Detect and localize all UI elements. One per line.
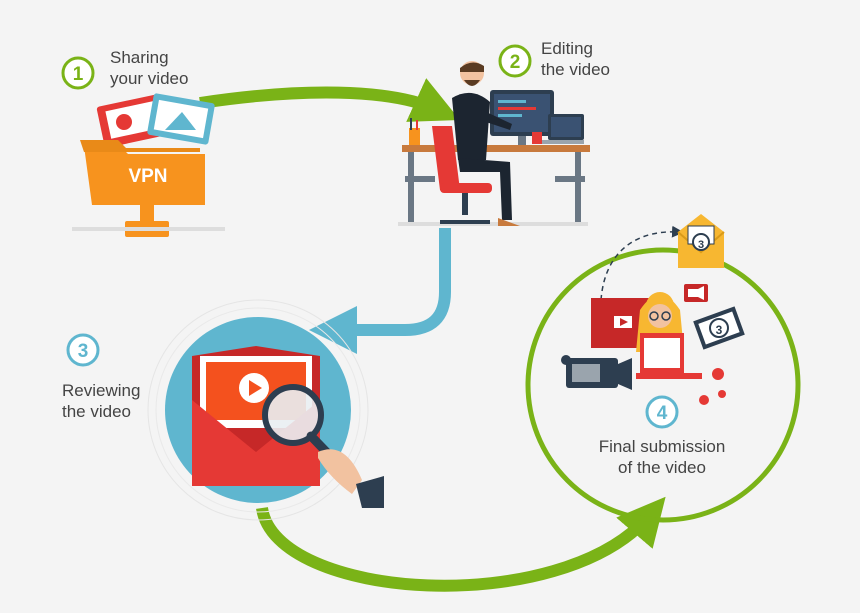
envelope-badge: 3 <box>698 239 704 251</box>
step-4-number: 4 <box>657 403 668 424</box>
folder-label: VPN <box>128 166 167 187</box>
step-4-badge <box>645 395 679 429</box>
step-4-label-line2: of the video <box>618 458 706 477</box>
step-3-badge <box>66 333 100 367</box>
step-2: 2 Editing the video <box>498 39 610 79</box>
submission-illustration: 3 3 <box>525 214 801 523</box>
step-2-badge <box>498 44 532 78</box>
step-4: 4 Final submission of the video <box>599 395 726 477</box>
step-3-number: 3 <box>78 341 89 362</box>
step-2-label-line2: the video <box>541 60 610 79</box>
arrow-sharing-to-editing <box>199 78 460 122</box>
dashed-send-arrow <box>600 225 684 301</box>
arrow-reviewing-to-submission <box>256 496 666 592</box>
arrow-editing-to-reviewing <box>309 228 451 354</box>
vpn-folder-illustration: VPN <box>72 93 225 237</box>
step-1: 1 Sharing your video <box>61 48 188 90</box>
step-3-label-line2: the video <box>62 402 131 421</box>
step-2-label-line1: Editing <box>541 39 593 58</box>
step-1-label-line1: Sharing <box>110 48 169 67</box>
step-1-label-line2: your video <box>110 69 188 88</box>
step-3-label-line1: Reviewing <box>62 381 140 400</box>
editing-desk-illustration <box>398 61 590 226</box>
film-badge: 3 <box>716 323 723 337</box>
step-1-badge <box>61 56 95 90</box>
step-2-number: 2 <box>510 52 521 73</box>
reviewing-illustration <box>147 299 384 521</box>
step-1-number: 1 <box>73 64 84 85</box>
step-3: 3 Reviewing the video <box>62 333 140 421</box>
step-4-label-line1: Final submission <box>599 437 726 456</box>
